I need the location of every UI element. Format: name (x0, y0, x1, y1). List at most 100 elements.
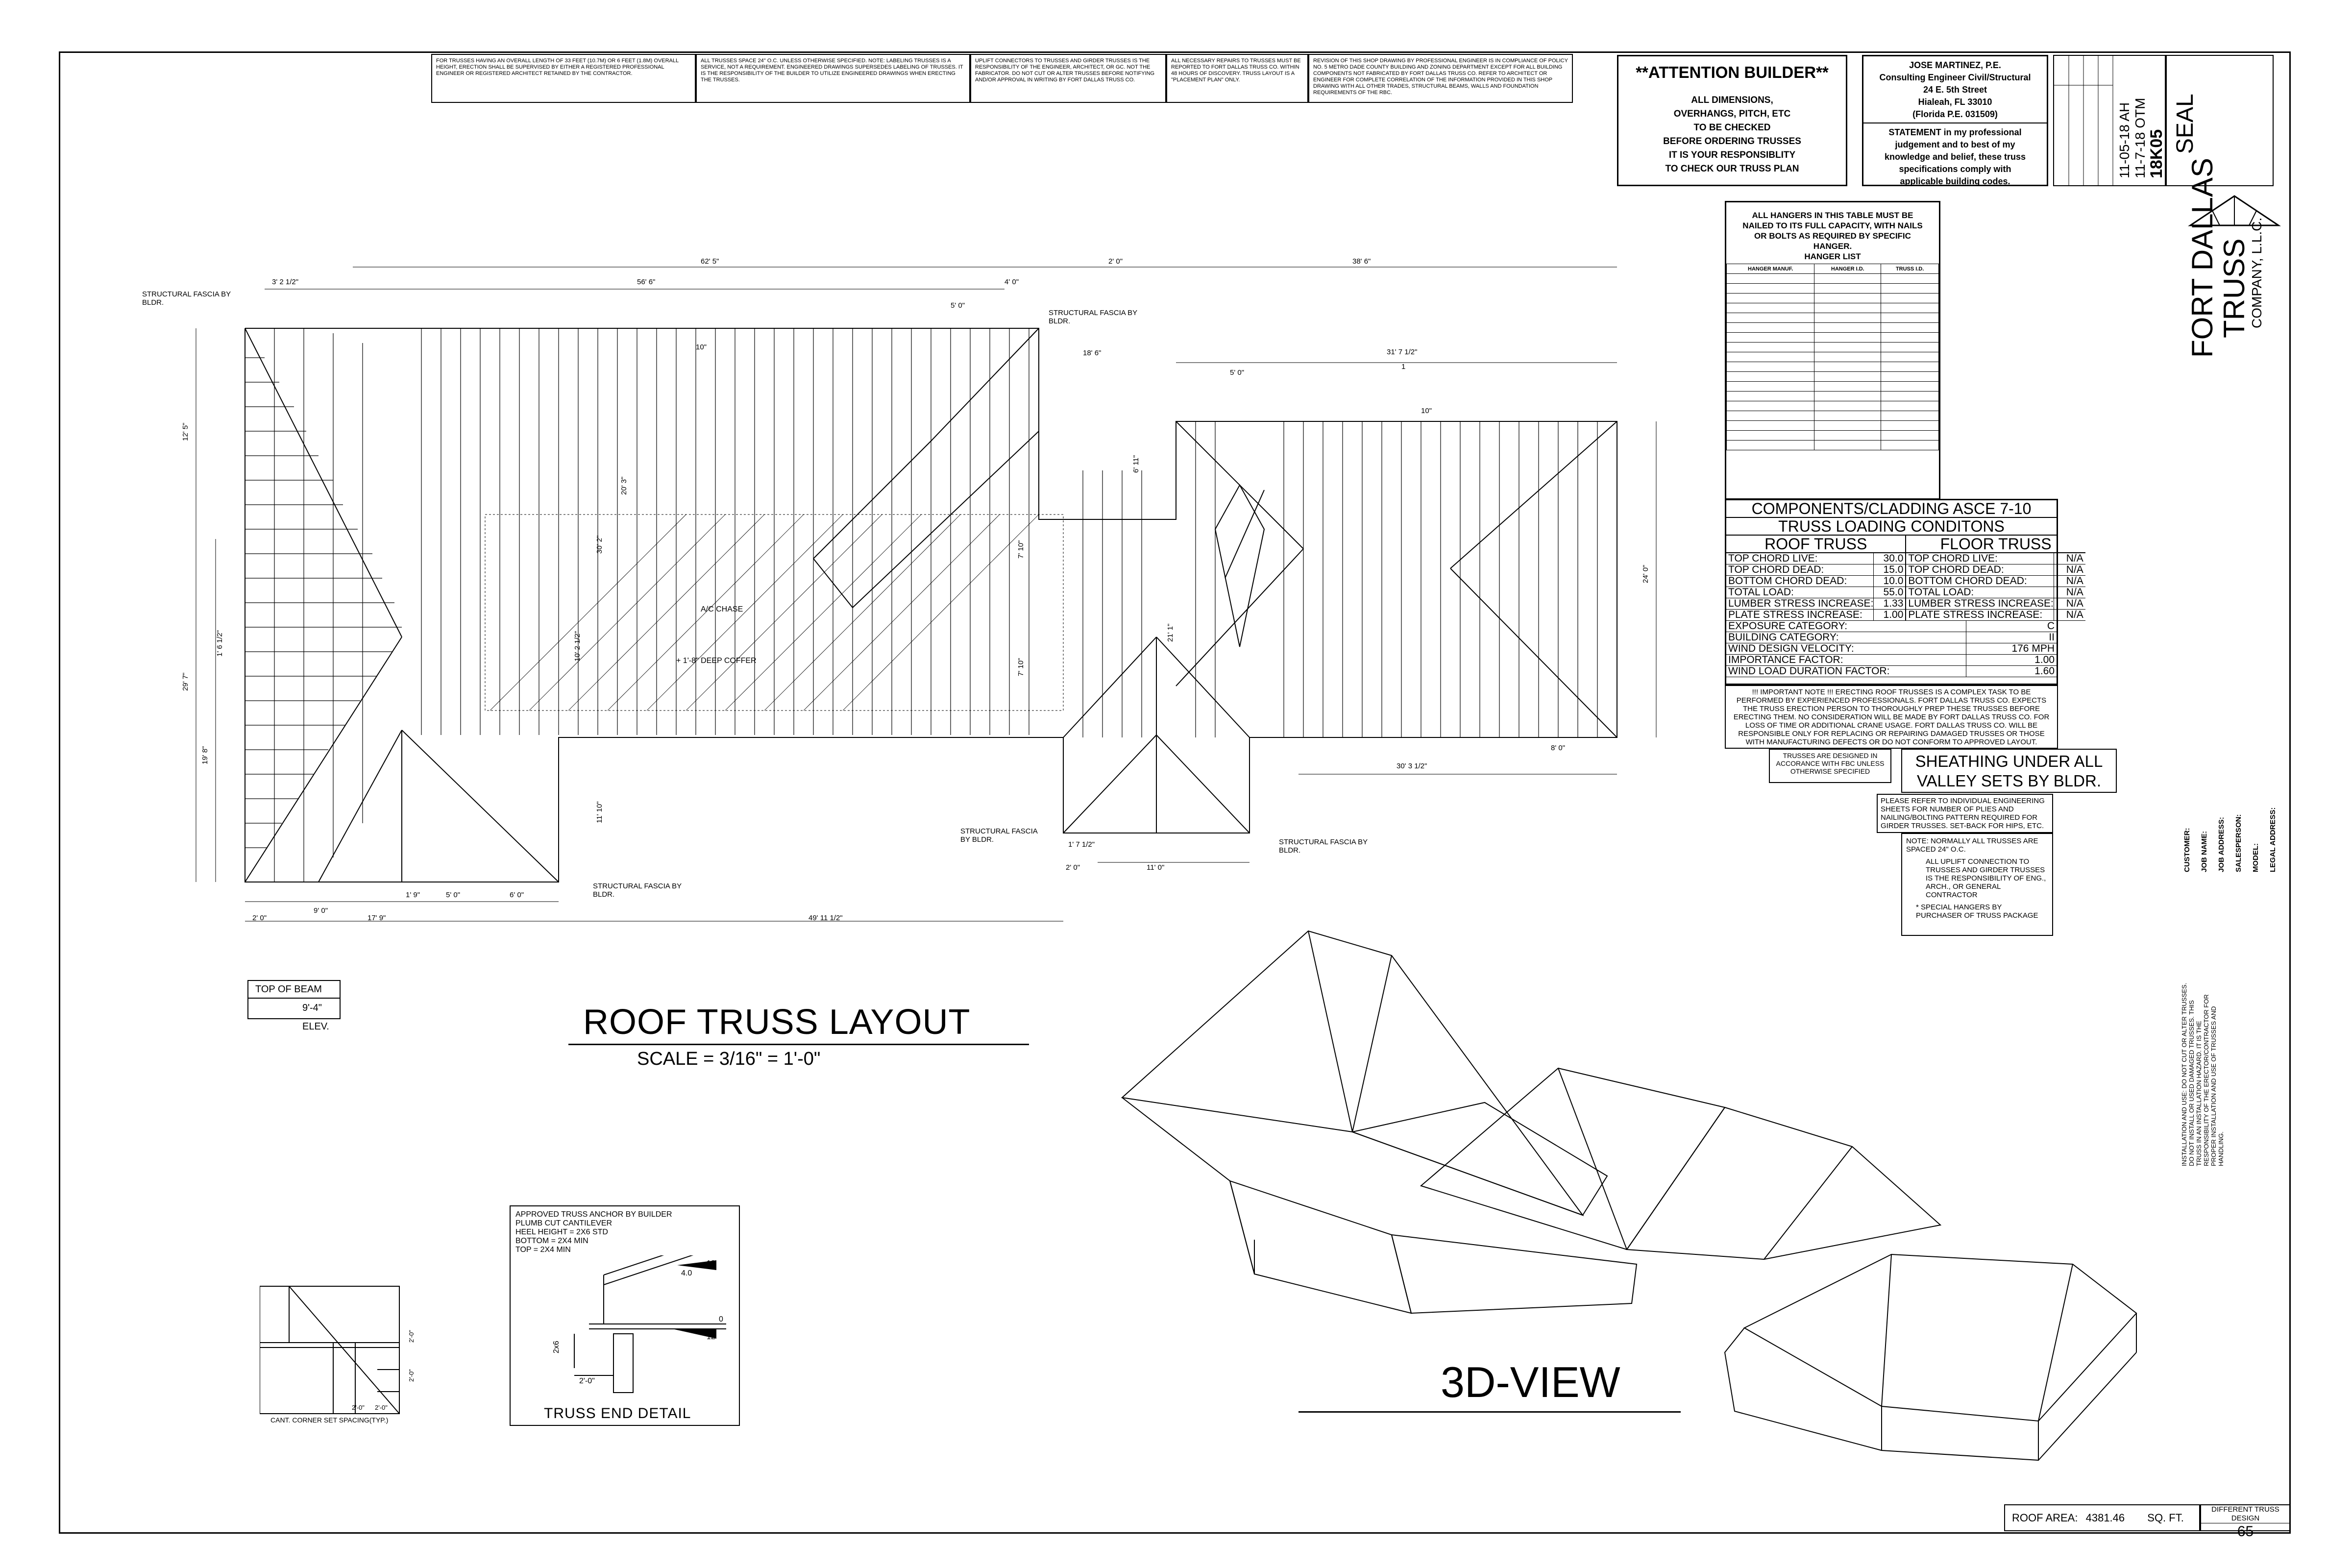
anchor-line: BOTTOM = 2x4 MIN (515, 1237, 588, 1245)
overhang-dim: 2'-0" (579, 1377, 595, 1385)
load-value: II (1966, 632, 2057, 643)
hanger-header: NAILED TO ITS FULL CAPACITY, WITH NAILS (1742, 221, 1923, 230)
dim-right-30-3: 30' 3 1/2" (1396, 762, 1427, 770)
top-note-4: All necessary repairs to trusses must be… (1166, 54, 1308, 103)
corner-set-detail (260, 1286, 400, 1414)
hanger-col: TRUSS I.D. (1881, 264, 1939, 274)
engineer-name: JOSE MARTINEZ, P.E. (1909, 60, 2001, 70)
top-note-1: For trusses having an overall length of … (431, 54, 696, 103)
roof-area-value: 4381.46 (2085, 1512, 2125, 1524)
installation-note: INSTALLATION AND USE: DO NOT CUT OR ALTE… (2180, 982, 2225, 1166)
checked-by: 11-7-18 OTM (2132, 98, 2148, 178)
truss-end-detail: APPROVED TRUSS ANCHOR BY BUILDER PLUMB C… (510, 1205, 740, 1426)
important-note: !!! IMPORTANT NOTE !!! Erecting roof tru… (1725, 685, 2058, 749)
dim-left-b: 56' 6" (637, 278, 656, 286)
roof-truss-title: ROOF TRUSS (1726, 536, 1906, 553)
seal-label: SEAL (2172, 94, 2198, 154)
load-key: WIND DESIGN VELOCITY: (1728, 643, 1854, 654)
dim-bot-9-0: 9' 0" (314, 906, 328, 915)
dim-left-12-5: 12' 5" (181, 422, 190, 441)
pitch-top: 12 (707, 1259, 715, 1268)
sheathing-line: VALLEY SETS BY BLDR. (1916, 772, 2102, 790)
seal-box: SEAL (2166, 55, 2274, 186)
corner-dim-1: 2'-0" (352, 1404, 365, 1411)
load-key: LUMBER STRESS INCREASE: (1908, 598, 2054, 609)
attention-builder-box: **ATTENTION BUILDER** ALL DIMENSIONS, OV… (1617, 55, 1847, 186)
revision-grid (2054, 56, 2113, 185)
dim-bot-2-0-b: 2' 0" (1066, 863, 1080, 872)
scale-label: SCALE = 3/16" = 1'-0" (637, 1049, 821, 1069)
general-notes: NOTE: NORMALLY ALL TRUSSES ARE SPACED 24… (1901, 833, 2053, 936)
company-name-2: TRUSS (2218, 238, 2251, 338)
engineer-statement: knowledge and belief, these truss (1884, 152, 2026, 162)
corner-caption: CANT. CORNER SET SPACING(TYP.) (270, 1416, 389, 1424)
dim-top-overall-left: 62' 5" (701, 257, 719, 266)
dim-mid-11-10: 11' 10" (595, 801, 604, 823)
page-number-box: DIFFERENT TRUSS DESIGN 65 (2200, 1504, 2291, 1540)
load-key: IMPORTANCE FACTOR: (1728, 655, 1843, 665)
load-key: TOP CHORD LIVE: (1908, 553, 1998, 564)
field-customer: CUSTOMER: (2183, 828, 2191, 872)
anchor-line: APPROVED TRUSS ANCHOR BY BUILDER (515, 1210, 672, 1219)
floor-truss-title: FLOOR TRUSS (1906, 536, 2085, 553)
engineer-role: Consulting Engineer Civil/Structural (1879, 73, 2031, 82)
roof-area-label: ROOF AREA: (2012, 1512, 2078, 1524)
load-value: 30.0 (1873, 553, 1905, 564)
top-note-2: All trusses space 24" O.C. unless otherw… (696, 54, 970, 103)
dim-left-19-8: 19' 8" (201, 746, 209, 764)
load-value: 176 MPH (1966, 643, 2057, 654)
load-value: 1.60 (1966, 666, 2057, 677)
fascia-note-5: STRUCTURAL FASCIA BY BLDR. (1279, 838, 1368, 855)
company-logo: FORT DALLAS TRUSS COMPANY, L.L.C. (2176, 158, 2283, 368)
note-item: * SPECIAL HANGERS BY PURCHASER OF TRUSS … (1916, 903, 2038, 920)
attention-title: **ATTENTION BUILDER** (1636, 63, 1829, 81)
corner-dim-3: 2'-0" (408, 1330, 415, 1343)
load-value: N/A (2053, 598, 2085, 609)
top-of-beam-value: 9'-4" ELEV. (302, 1003, 329, 1032)
dim-mid-10-2: 10' 2 1/2" (573, 631, 582, 662)
dim-bot-1-7: 1' 7 1/2" (1068, 840, 1095, 849)
engineer-statement: applicable building codes. (1900, 176, 2010, 186)
revision-block: 11-05-18 AH 11-7-18 OTM 18K05 (2053, 55, 2166, 186)
dim-10-b: 10" (1421, 407, 1432, 415)
engineer-address-1: 24 E. 5th Street (1923, 85, 1987, 95)
note-item: NOTE: NORMALLY ALL TRUSSES ARE SPACED 24… (1906, 837, 2038, 854)
pitch-bottom: 12 (707, 1333, 715, 1341)
dim-bot-11-0: 11' 0" (1147, 863, 1165, 872)
load-value: N/A (2053, 576, 2085, 587)
load-value: 15.0 (1873, 564, 1905, 575)
dim-mid-7-10-b: 7' 10" (1017, 658, 1025, 676)
anchor-line: PLUMB CUT CANTILEVER (515, 1219, 612, 1227)
attention-line: ALL DIMENSIONS, (1691, 95, 1773, 105)
hanger-header: HANGER. (1813, 242, 1852, 251)
fascia-note-3: STRUCTURAL FASCIA BY BLDR. (593, 882, 682, 899)
dim-bot-17-9: 17' 9" (368, 914, 386, 922)
load-key: TOP CHORD LIVE: (1728, 553, 1818, 564)
corner-dim-4: 2'-0" (408, 1369, 415, 1382)
hanger-list-title: HANGER LIST (1804, 252, 1861, 261)
field-legal-address: LEGAL ADDRESS: (2269, 807, 2277, 872)
load-value: 10.0 (1873, 576, 1905, 587)
dim-bot-2-0: 2' 0" (252, 914, 267, 922)
dim-left-a: 3' 2 1/2" (272, 278, 299, 286)
dim-bot-5-0: 5' 0" (446, 891, 461, 899)
circle-1-top: 1 (1401, 363, 1406, 371)
view3d-underline (1298, 1411, 1681, 1413)
load-value: 1.33 (1873, 598, 1905, 609)
page-label: DIFFERENT TRUSS DESIGN (2201, 1505, 2290, 1523)
dim-mid-6-11: 6' 11" (1132, 455, 1140, 473)
dim-5-0-b: 5' 0" (1230, 368, 1245, 377)
load-value: 1.00 (1966, 655, 2057, 665)
roof-truss-plan (196, 267, 1657, 922)
company-name-3: COMPANY, L.L.C. (2249, 217, 2264, 328)
hanger-table: HANGER MANUF. HANGER I.D. TRUSS I.D. (1726, 264, 1939, 450)
load-key: PLATE STRESS INCREASE: (1728, 610, 1862, 620)
dim-31-7: 31' 7 1/2" (1387, 348, 1418, 356)
drawing-frame (59, 51, 2291, 1534)
dim-bot-49-11: 49' 11 1/2" (808, 914, 843, 922)
hanger-header: ALL HANGERS IN THIS TABLE MUST BE (1752, 211, 1913, 220)
top-note-3: Uplift connectors to trusses and girder … (970, 54, 1166, 103)
hanger-header: OR BOLTS AS REQUIRED BY SPECIFIC (1754, 231, 1911, 241)
dim-left-c: 4' 0" (1004, 278, 1019, 286)
load-value: C (1966, 621, 2057, 632)
